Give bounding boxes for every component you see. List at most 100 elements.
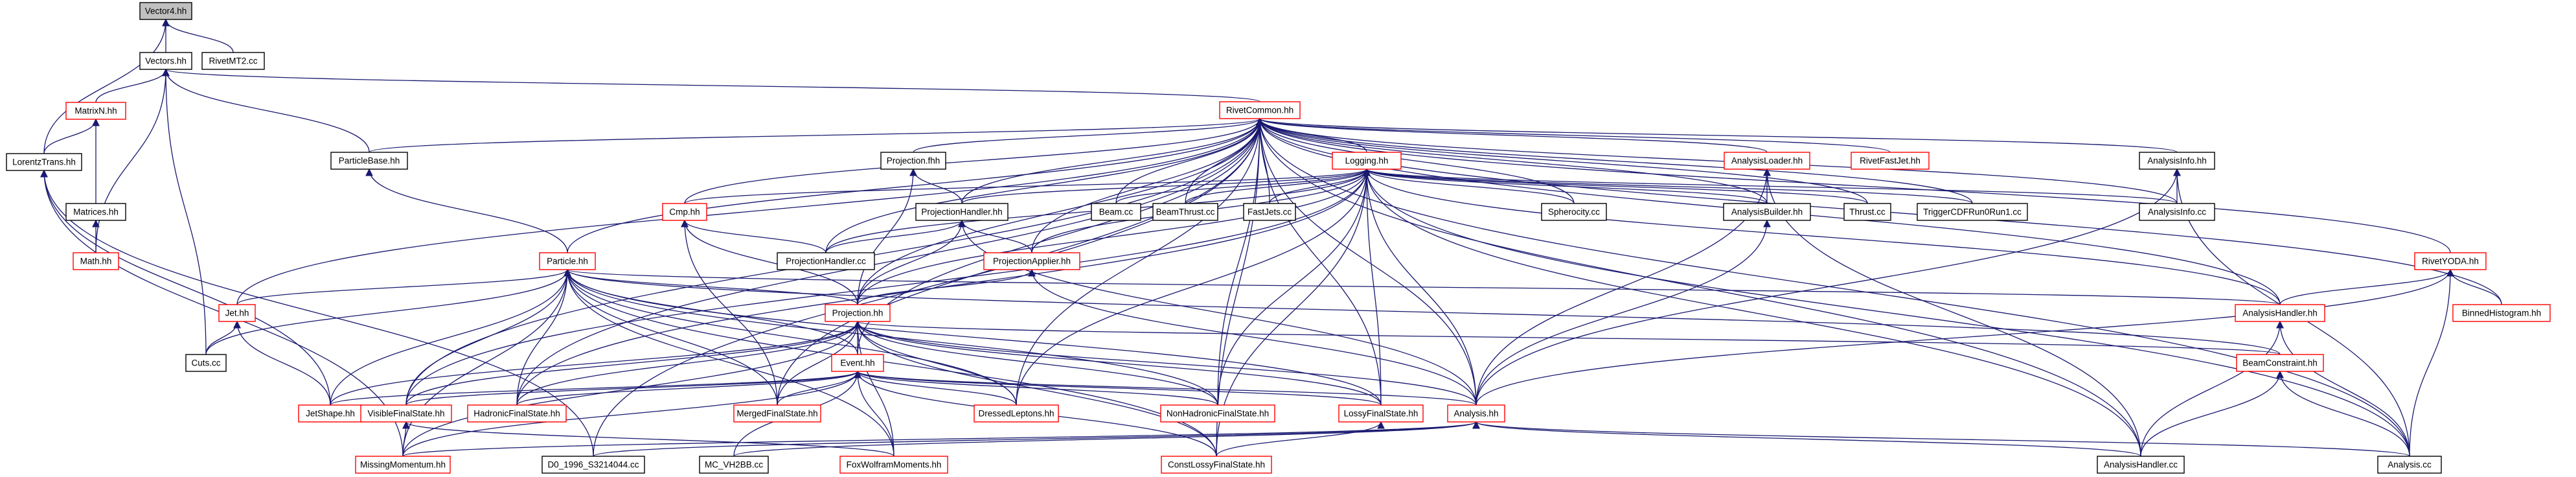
node-box[interactable]: [2235, 304, 2325, 322]
node-d0[interactable]: D0_1996_S3214044.cc: [541, 456, 645, 474]
node-box[interactable]: [1851, 152, 1930, 170]
node-beamthrust[interactable]: BeamThrust.cc: [1152, 203, 1218, 221]
node-box[interactable]: [1243, 203, 1296, 221]
node-analysishh[interactable]: Analysis.hh: [1447, 404, 1505, 423]
node-box[interactable]: [733, 404, 821, 423]
node-box[interactable]: [2452, 304, 2551, 322]
node-event[interactable]: Event.hh: [831, 354, 884, 372]
node-box[interactable]: [974, 404, 1059, 423]
node-box[interactable]: [1843, 203, 1891, 221]
node-mcvh2bb[interactable]: MC_VH2BB.cc: [699, 456, 769, 474]
node-thrust[interactable]: Thrust.cc: [1843, 203, 1891, 221]
node-rivetcommon[interactable]: RivetCommon.hh: [1219, 101, 1301, 119]
node-logging[interactable]: Logging.hh: [1332, 152, 1402, 170]
node-box[interactable]: [1724, 152, 1810, 170]
node-box[interactable]: [839, 456, 948, 474]
node-box[interactable]: [1332, 152, 1402, 170]
node-projectionapplier[interactable]: ProjectionApplier.hh: [983, 252, 1080, 270]
node-analysiscc[interactable]: Analysis.cc: [2377, 456, 2442, 474]
node-box[interactable]: [201, 52, 265, 70]
node-projectionhandlercc[interactable]: ProjectionHandler.cc: [777, 252, 875, 270]
node-box[interactable]: [662, 203, 707, 221]
node-box[interactable]: [1161, 456, 1272, 474]
node-box[interactable]: [360, 404, 452, 423]
node-box[interactable]: [355, 456, 451, 474]
node-rivetyoda[interactable]: RivetYODA.hh: [2414, 252, 2487, 270]
node-vector4[interactable]: Vector4.hh: [139, 2, 192, 20]
node-beam[interactable]: Beam.cc: [1091, 203, 1141, 221]
node-box[interactable]: [1152, 203, 1218, 221]
node-box[interactable]: [1541, 203, 1607, 221]
node-analysisinfocc[interactable]: AnalysisInfo.cc: [2139, 203, 2215, 221]
node-projectionhandlerhh[interactable]: ProjectionHandler.hh: [915, 203, 1009, 221]
node-box[interactable]: [1723, 203, 1811, 221]
node-triggercdf[interactable]: TriggerCDFRun0Run1.cc: [1917, 203, 2028, 221]
node-box[interactable]: [330, 152, 408, 170]
node-box[interactable]: [2139, 152, 2215, 170]
node-box[interactable]: [699, 456, 769, 474]
node-analysisloader[interactable]: AnalysisLoader.hh: [1724, 152, 1810, 170]
node-foxwolfram[interactable]: FoxWolframMoments.hh: [839, 456, 948, 474]
node-rivetmt2[interactable]: RivetMT2.cc: [201, 52, 265, 70]
node-particlebase[interactable]: ParticleBase.hh: [330, 152, 408, 170]
node-hadronicfinalstate[interactable]: HadronicFinalState.hh: [467, 404, 567, 423]
node-missingmomentum[interactable]: MissingMomentum.hh: [355, 456, 451, 474]
node-box[interactable]: [2097, 456, 2185, 474]
node-math[interactable]: Math.hh: [73, 252, 119, 270]
node-box[interactable]: [218, 304, 256, 322]
node-box[interactable]: [298, 404, 363, 423]
node-box[interactable]: [2236, 354, 2324, 372]
node-jet[interactable]: Jet.hh: [218, 304, 256, 322]
node-box[interactable]: [73, 252, 119, 270]
node-fastjets[interactable]: FastJets.cc: [1243, 203, 1296, 221]
node-spherocity[interactable]: Spherocity.cc: [1541, 203, 1607, 221]
node-analysishandlercc[interactable]: AnalysisHandler.cc: [2097, 456, 2185, 474]
node-box[interactable]: [1091, 203, 1141, 221]
node-box[interactable]: [983, 252, 1080, 270]
node-box[interactable]: [831, 354, 884, 372]
node-cuts[interactable]: Cuts.cc: [185, 354, 227, 372]
node-projectionhh[interactable]: Projection.hh: [825, 304, 891, 322]
node-projectionfhh[interactable]: Projection.fhh: [880, 152, 946, 170]
node-matrixn[interactable]: MatrixN.hh: [65, 102, 126, 120]
node-box[interactable]: [777, 252, 875, 270]
node-analysishandlerhh[interactable]: AnalysisHandler.hh: [2235, 304, 2325, 322]
node-box[interactable]: [139, 52, 192, 70]
node-box[interactable]: [1447, 404, 1505, 423]
node-box[interactable]: [880, 152, 946, 170]
node-box[interactable]: [2377, 456, 2442, 474]
node-lossyfinalstate[interactable]: LossyFinalState.hh: [1338, 404, 1424, 423]
node-mergedfinalstate[interactable]: MergedFinalState.hh: [733, 404, 821, 423]
node-box[interactable]: [541, 456, 645, 474]
node-box[interactable]: [139, 2, 192, 20]
node-particle[interactable]: Particle.hh: [539, 252, 596, 270]
node-box[interactable]: [65, 203, 126, 221]
node-box[interactable]: [2414, 252, 2487, 270]
node-visiblefinalstate[interactable]: VisibleFinalState.hh: [360, 404, 452, 423]
node-box[interactable]: [185, 354, 227, 372]
node-rivetfastjet[interactable]: RivetFastJet.hh: [1851, 152, 1930, 170]
node-box[interactable]: [1219, 101, 1301, 119]
node-box[interactable]: [1917, 203, 2028, 221]
node-jetshape[interactable]: JetShape.hh: [298, 404, 363, 423]
node-nonhadronicfinalstate[interactable]: NonHadronicFinalState.hh: [1160, 404, 1275, 423]
node-lorentztrans[interactable]: LorentzTrans.hh: [6, 153, 82, 171]
node-cmp[interactable]: Cmp.hh: [662, 203, 707, 221]
node-box[interactable]: [539, 252, 596, 270]
node-box[interactable]: [825, 304, 891, 322]
node-vectors[interactable]: Vectors.hh: [139, 52, 192, 70]
node-binnedhistogram[interactable]: BinnedHistogram.hh: [2452, 304, 2551, 322]
node-box[interactable]: [1160, 404, 1275, 423]
node-box[interactable]: [915, 203, 1009, 221]
node-box[interactable]: [2139, 203, 2215, 221]
node-box[interactable]: [467, 404, 567, 423]
node-beamconstraint[interactable]: BeamConstraint.hh: [2236, 354, 2324, 372]
node-analysisbuilder[interactable]: AnalysisBuilder.hh: [1723, 203, 1811, 221]
node-box[interactable]: [1338, 404, 1424, 423]
node-analysisinfohh[interactable]: AnalysisInfo.hh: [2139, 152, 2215, 170]
node-box[interactable]: [65, 102, 126, 120]
node-dressedleptons[interactable]: DressedLeptons.hh: [974, 404, 1059, 423]
node-constlossy[interactable]: ConstLossyFinalState.hh: [1161, 456, 1272, 474]
node-box[interactable]: [6, 153, 82, 171]
node-matrices[interactable]: Matrices.hh: [65, 203, 126, 221]
